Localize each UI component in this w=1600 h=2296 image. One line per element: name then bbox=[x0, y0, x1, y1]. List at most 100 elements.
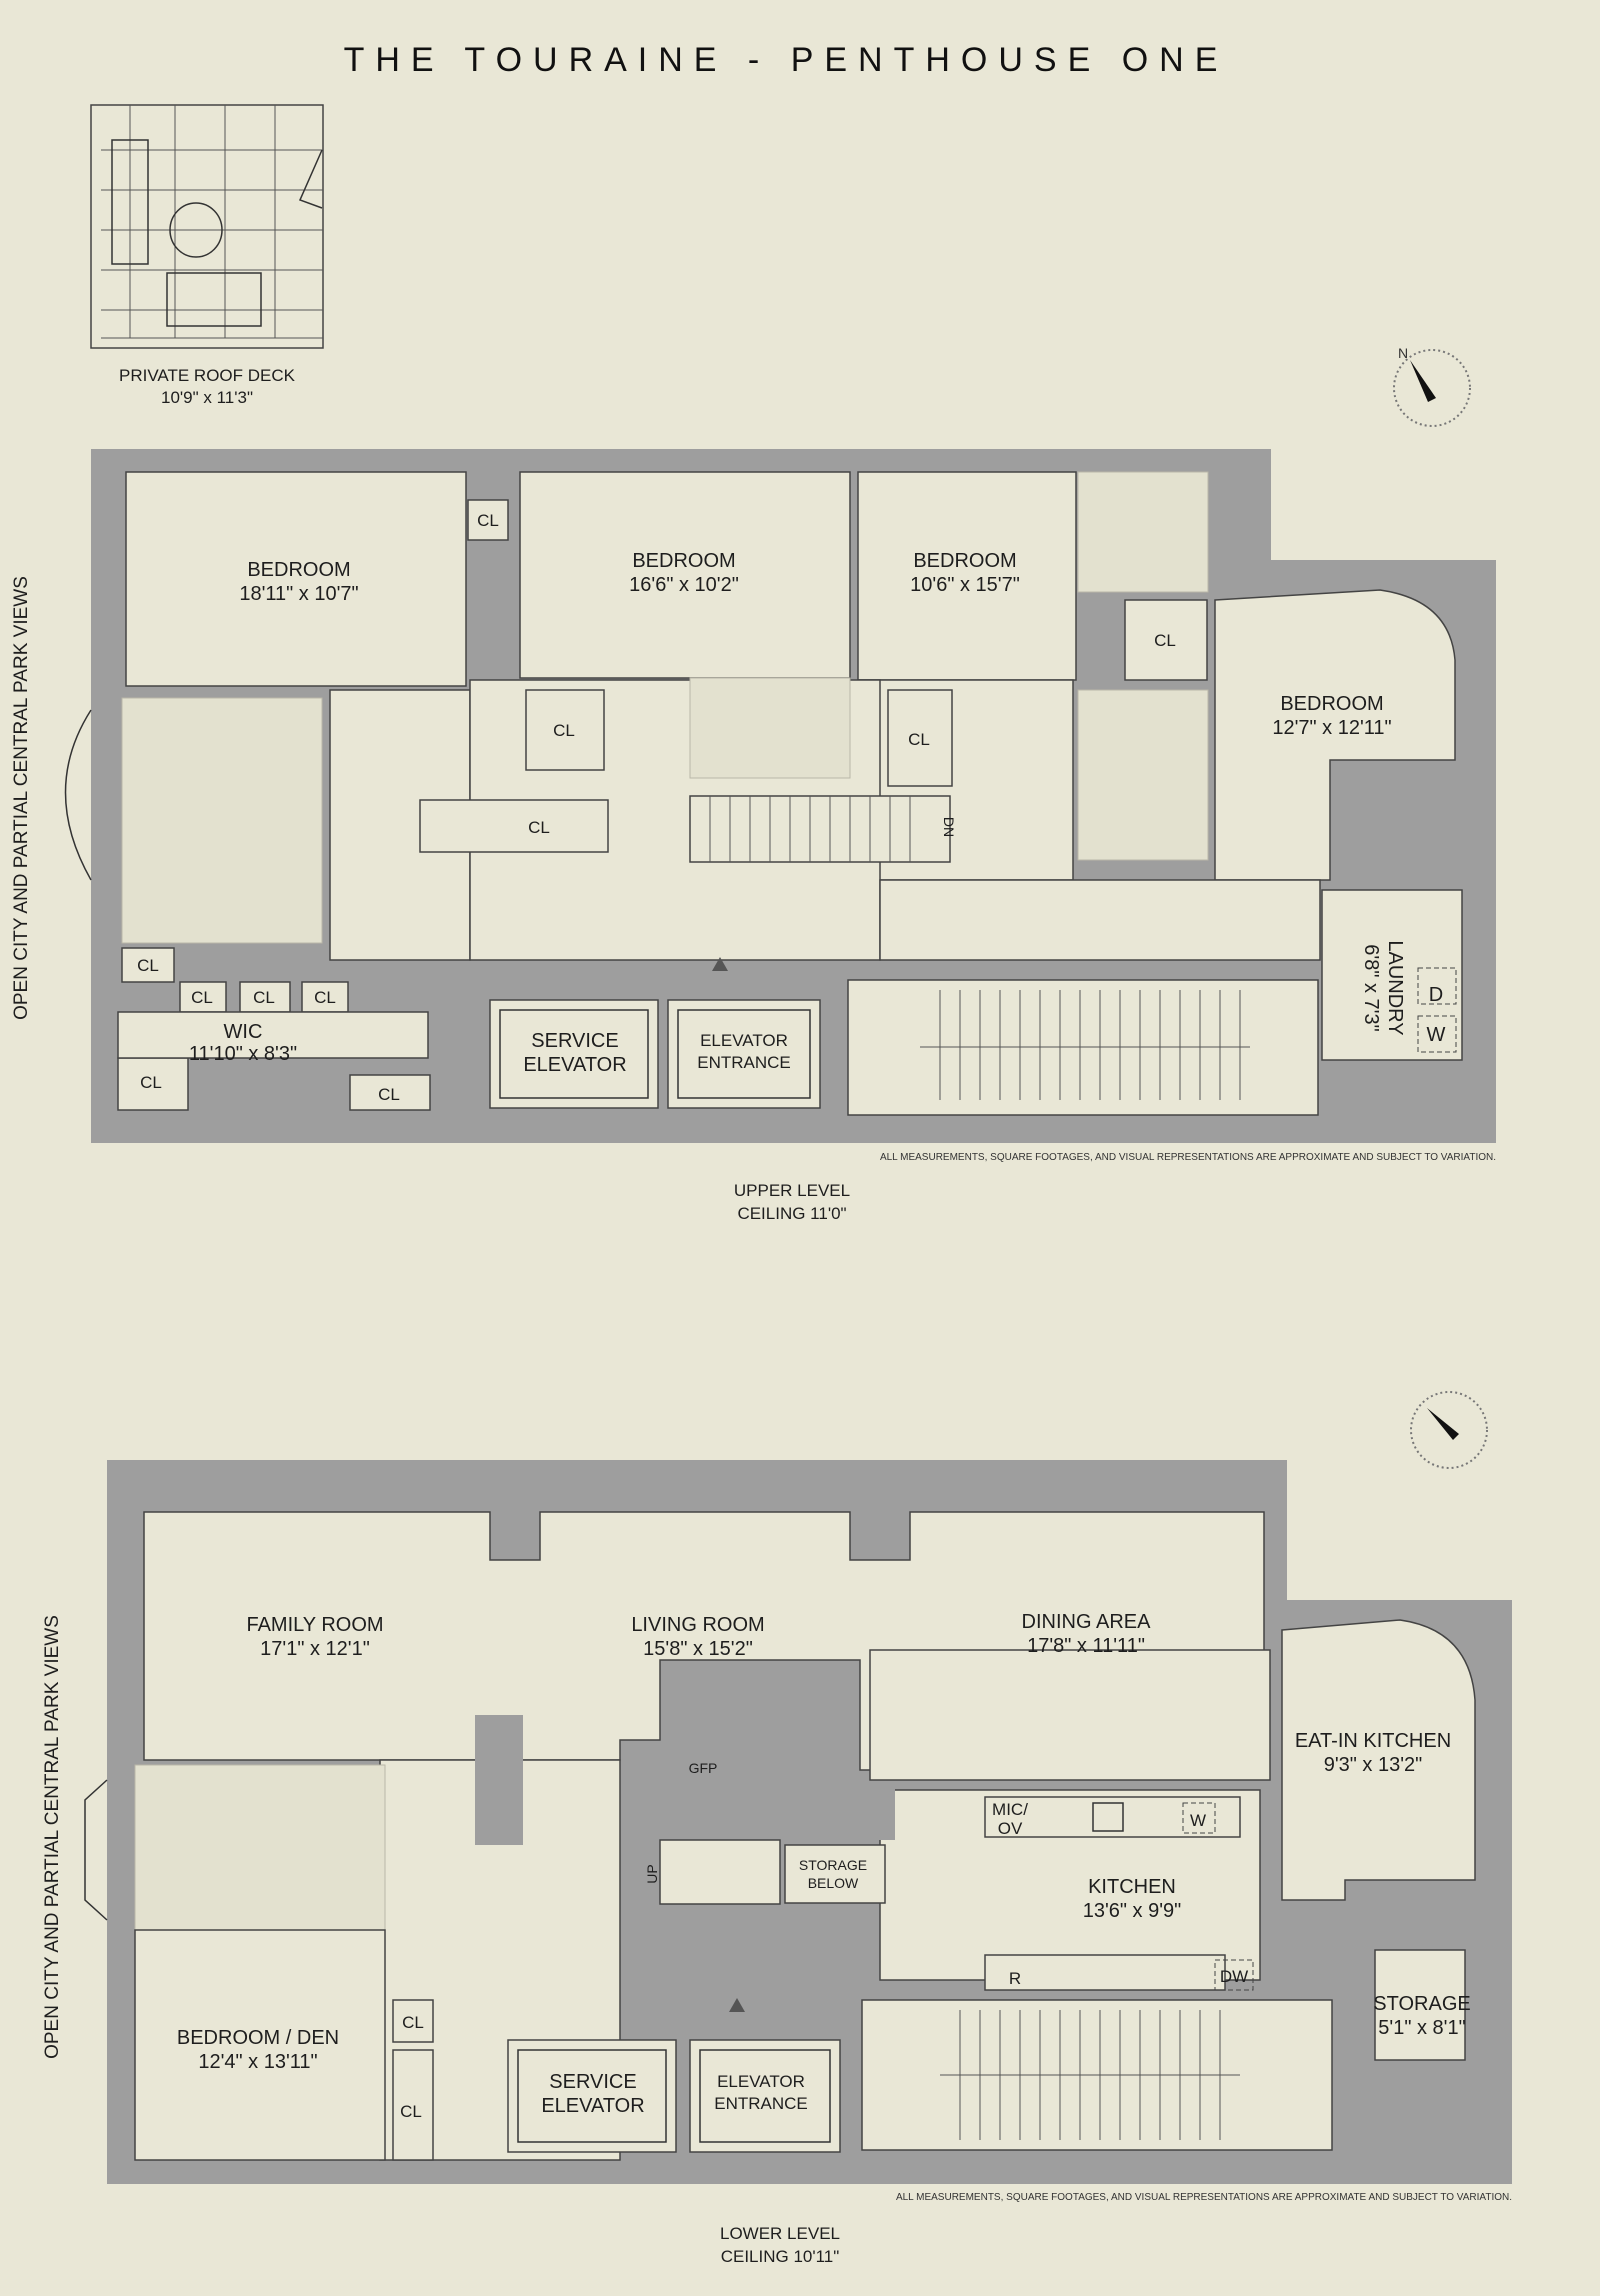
washer-label: W bbox=[1190, 1811, 1206, 1830]
room-dims: 17'1" x 12'1" bbox=[260, 1638, 370, 1660]
main-stair-treads bbox=[920, 990, 1250, 1100]
room-dims: 17'8" x 11'11" bbox=[1027, 1635, 1145, 1657]
refrigerator-label: R bbox=[1009, 1969, 1021, 1988]
elevator-entrance bbox=[689, 2039, 841, 2153]
room-name: STORAGE bbox=[1373, 1993, 1470, 2015]
lower-ceiling-label: CEILING 10'11" bbox=[721, 2247, 840, 2266]
closet bbox=[117, 1057, 189, 1111]
bath-floor bbox=[134, 1764, 386, 1931]
dishwasher bbox=[1214, 1959, 1254, 1991]
washer bbox=[1417, 1015, 1457, 1053]
closet-label: CL bbox=[137, 956, 159, 975]
room-name: KITCHEN bbox=[1088, 1876, 1176, 1898]
room-dims: 18'11" x 10'7" bbox=[239, 583, 358, 605]
closet bbox=[467, 499, 509, 541]
laundry-floor bbox=[1321, 889, 1463, 1061]
closet bbox=[525, 689, 605, 771]
wic-floor bbox=[117, 1011, 429, 1059]
storage-floor bbox=[1374, 1949, 1466, 2061]
stair-treads bbox=[709, 796, 911, 862]
kitchen-counter bbox=[984, 1954, 1226, 1991]
elevator-entrance-label: ELEVATOR bbox=[717, 2072, 805, 2091]
closet bbox=[887, 689, 953, 787]
bath-4-floor bbox=[1077, 689, 1209, 861]
bedroom-3-floor bbox=[857, 471, 1077, 681]
compass-icon bbox=[1410, 1391, 1488, 1469]
elevator-arrow-icon bbox=[712, 957, 728, 971]
room-name: DINING AREA bbox=[1022, 1611, 1152, 1633]
sofa bbox=[166, 272, 262, 327]
room-dims: 11'10" x 8'3" bbox=[189, 1043, 297, 1065]
dishwasher-label: DW bbox=[1220, 1967, 1248, 1986]
service-elevator-car bbox=[517, 2049, 667, 2143]
closet bbox=[179, 981, 227, 1013]
upper-ceiling-label: CEILING 11'0" bbox=[737, 1204, 846, 1223]
closet-label: CL bbox=[1154, 631, 1176, 650]
room-name: BEDROOM bbox=[913, 550, 1016, 572]
closet-label: CL bbox=[528, 818, 550, 837]
bedroom-den-floor bbox=[134, 1929, 386, 2161]
storage-below-label: STORAGE bbox=[799, 1857, 867, 1873]
sofa bbox=[111, 139, 149, 265]
closet bbox=[349, 1074, 431, 1111]
room-dims: 6'8" x 7'3" bbox=[1360, 944, 1382, 1031]
closet bbox=[121, 947, 175, 983]
room-dims: 5'1" x 8'1" bbox=[1378, 2017, 1465, 2039]
service-elevator-label: ELEVATOR bbox=[541, 2095, 644, 2117]
service-elevator bbox=[489, 999, 659, 1109]
elevator-entrance-label: ENTRANCE bbox=[697, 1053, 791, 1072]
door-swing bbox=[298, 149, 323, 209]
dryer-label: D bbox=[1429, 984, 1443, 1006]
closet bbox=[392, 2049, 434, 2161]
lower-labels: FAMILY ROOM 17'1" x 12'1" LIVING ROOM 15… bbox=[177, 1611, 1471, 2121]
upper-level-label: UPPER LEVEL bbox=[734, 1181, 850, 1200]
mic-ov-label: OV bbox=[998, 1819, 1023, 1838]
elevator-entrance-label: ENTRANCE bbox=[714, 2094, 808, 2113]
views-label: OPEN CITY AND PARTIAL CENTRAL PARK VIEWS bbox=[11, 576, 32, 1020]
fireplace-wall bbox=[625, 1785, 895, 1840]
roof-deck-tiles bbox=[101, 105, 323, 339]
room-name: EAT-IN KITCHEN bbox=[1295, 1730, 1451, 1752]
elevator-entrance-label: ELEVATOR bbox=[700, 1031, 788, 1050]
washer bbox=[1182, 1802, 1216, 1834]
room-name: FAMILY ROOM bbox=[246, 1614, 383, 1636]
upper-level-plan bbox=[64, 449, 1496, 1143]
room-dims: 15'8" x 15'2" bbox=[643, 1638, 753, 1660]
lower-level-label: LOWER LEVEL bbox=[720, 2224, 840, 2243]
page-title: THE TOURAINE - PENTHOUSE ONE bbox=[344, 41, 1229, 79]
bath-2-floor bbox=[689, 677, 851, 779]
storage-below-label: BELOW bbox=[808, 1875, 859, 1891]
dining-kitchen-floor bbox=[869, 1649, 1271, 1781]
east-hall-floor bbox=[879, 879, 1321, 961]
room-dims: 10'6" x 15'7" bbox=[910, 574, 1020, 596]
service-elevator bbox=[507, 2039, 677, 2153]
stair-down bbox=[689, 795, 951, 863]
room-dims: 12'7" x 12'11" bbox=[1272, 717, 1391, 739]
service-elevator-label: SERVICE bbox=[531, 1030, 618, 1052]
disclaimer: ALL MEASUREMENTS, SQUARE FOOTAGES, AND V… bbox=[896, 2192, 1512, 2203]
roof-deck-outline bbox=[90, 104, 324, 349]
elevator-car bbox=[699, 2049, 831, 2143]
closet bbox=[392, 1999, 434, 2043]
storage-below bbox=[784, 1844, 886, 1904]
service-elevator-car bbox=[499, 1009, 649, 1099]
views-label: OPEN CITY AND PARTIAL CENTRAL PARK VIEWS bbox=[42, 1615, 63, 2059]
room-name: WIC bbox=[224, 1021, 263, 1043]
room-dims: 9'3" x 13'2" bbox=[1324, 1754, 1423, 1776]
bay-window bbox=[64, 709, 92, 881]
room-dims: 16'6" x 10'2" bbox=[629, 574, 739, 596]
compass-icon: N bbox=[1393, 345, 1471, 427]
bedroom-1-floor bbox=[125, 471, 467, 687]
column bbox=[475, 1715, 523, 1845]
room-name: LAUNDRY bbox=[1384, 940, 1406, 1035]
closet-label: CL bbox=[553, 721, 575, 740]
bay-window bbox=[84, 1779, 108, 1921]
closet-label: CL bbox=[253, 988, 275, 1007]
closet-label: CL bbox=[191, 988, 213, 1007]
closet-label: CL bbox=[908, 730, 930, 749]
service-elevator-label: SERVICE bbox=[549, 2071, 636, 2093]
roof-deck bbox=[90, 104, 324, 349]
closet bbox=[1124, 599, 1208, 681]
bedroom-2-floor bbox=[519, 471, 851, 679]
